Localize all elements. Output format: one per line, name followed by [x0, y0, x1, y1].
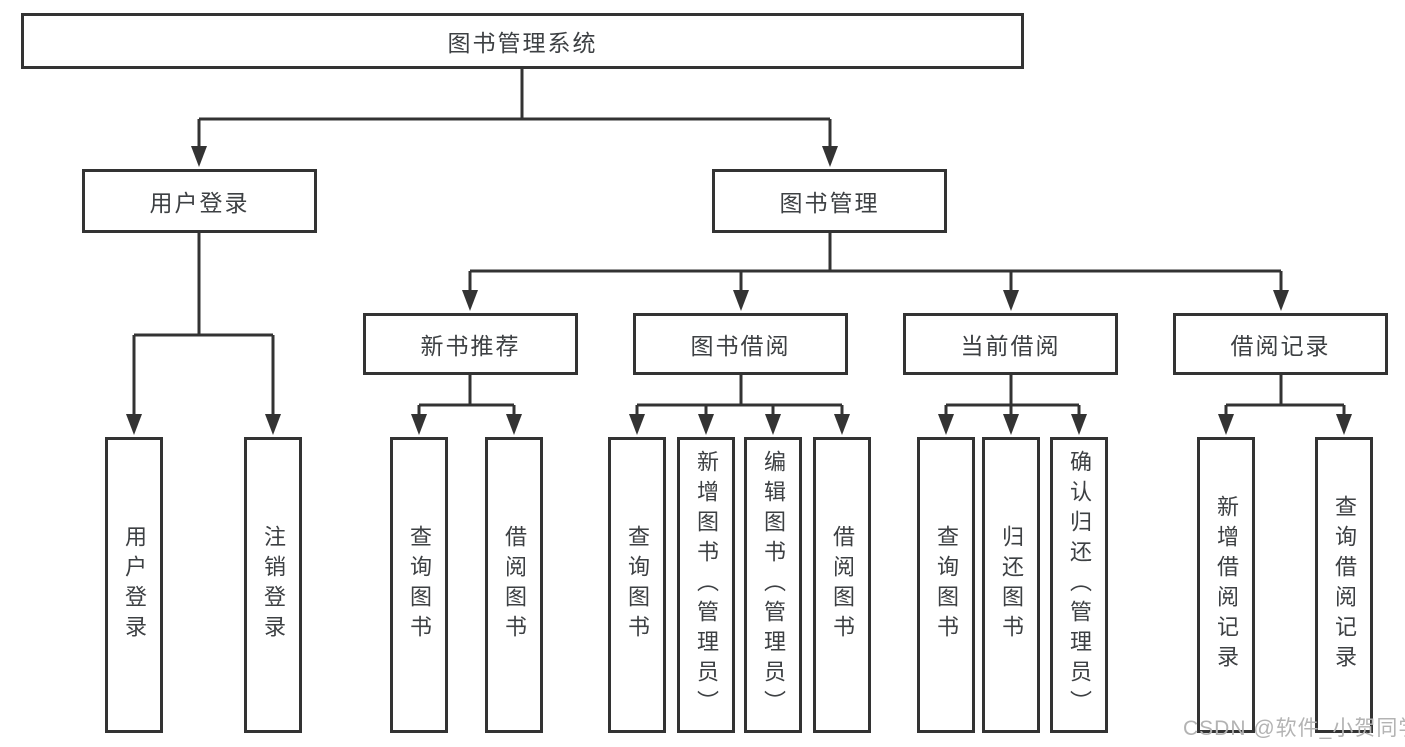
- leaf-query-books-borrowing: 查询图书: [608, 437, 666, 733]
- arrow-down-icon: [733, 290, 749, 311]
- node-book-borrowing: 图书借阅: [633, 313, 848, 375]
- leaf-query-books-borrowing-label: 查询图书: [625, 525, 650, 645]
- leaf-borrow-books-borrowing: 借阅图书: [813, 437, 871, 733]
- arrow-down-icon: [1003, 290, 1019, 311]
- arrow-down-icon: [1071, 414, 1087, 435]
- leaf-query-borrow-record-label: 查询借阅记录: [1332, 495, 1357, 675]
- arrow-down-icon: [506, 414, 522, 435]
- leaf-user-login-label: 用户登录: [122, 525, 147, 645]
- node-root-label: 图书管理系统: [447, 30, 598, 56]
- leaf-add-book-admin-label: 新增图书（管理员）: [694, 450, 719, 720]
- arrow-down-icon: [822, 146, 838, 167]
- leaf-query-borrow-record: 查询借阅记录: [1315, 437, 1373, 733]
- connector-book-management-to-level3: [468, 233, 1283, 294]
- arrow-down-icon: [126, 414, 142, 435]
- node-new-book-recommend: 新书推荐: [363, 313, 578, 375]
- leaf-borrow-books-recommend-label: 借阅图书: [502, 525, 527, 645]
- arrow-down-icon: [765, 414, 781, 435]
- arrow-down-icon: [834, 414, 850, 435]
- arrow-down-icon: [938, 414, 954, 435]
- leaf-query-books-recommend: 查询图书: [390, 437, 448, 733]
- arrow-down-icon: [1336, 414, 1352, 435]
- leaf-return-books: 归还图书: [982, 437, 1040, 733]
- arrow-down-icon: [1003, 414, 1019, 435]
- leaf-edit-book-admin: 编辑图书（管理员）: [744, 437, 802, 733]
- arrow-down-icon: [629, 414, 645, 435]
- arrow-down-icon: [1273, 290, 1289, 311]
- connector-new-book-recommend-to-leaves: [417, 375, 516, 418]
- arrow-down-icon: [265, 414, 281, 435]
- node-new-book-recommend-label: 新书推荐: [420, 333, 521, 359]
- node-borrowing-records: 借阅记录: [1173, 313, 1388, 375]
- leaf-confirm-return-admin-label: 确认归还（管理员）: [1067, 450, 1092, 720]
- leaf-add-borrow-record-label: 新增借阅记录: [1214, 495, 1239, 675]
- leaf-user-login: 用户登录: [105, 437, 163, 733]
- leaf-query-books-current: 查询图书: [917, 437, 975, 733]
- node-user-login: 用户登录: [82, 169, 317, 233]
- arrow-down-icon: [191, 146, 207, 167]
- leaf-logout: 注销登录: [244, 437, 302, 733]
- leaf-confirm-return-admin: 确认归还（管理员）: [1050, 437, 1108, 733]
- node-current-borrowing: 当前借阅: [903, 313, 1118, 375]
- arrow-down-icon: [1218, 414, 1234, 435]
- node-borrowing-records-label: 借阅记录: [1230, 333, 1331, 359]
- connector-user-login-to-leaves: [132, 233, 275, 418]
- node-book-borrowing-label: 图书借阅: [690, 333, 791, 359]
- arrowhead-group: [126, 146, 1352, 435]
- arrow-down-icon: [698, 414, 714, 435]
- leaf-query-books-recommend-label: 查询图书: [407, 525, 432, 645]
- leaf-borrow-books-recommend: 借阅图书: [485, 437, 543, 733]
- node-user-login-label: 用户登录: [149, 190, 250, 216]
- connector-root-to-level2: [197, 69, 832, 150]
- csdn-watermark: CSDN @软件_小贺同学: [1183, 717, 1405, 740]
- leaf-add-borrow-record: 新增借阅记录: [1197, 437, 1255, 733]
- leaf-return-books-label: 归还图书: [999, 525, 1024, 645]
- node-book-management-label: 图书管理: [779, 190, 880, 216]
- node-root: 图书管理系统: [21, 13, 1024, 69]
- leaf-query-books-current-label: 查询图书: [934, 525, 959, 645]
- node-current-borrowing-label: 当前借阅: [960, 333, 1061, 359]
- leaf-borrow-books-borrowing-label: 借阅图书: [830, 525, 855, 645]
- arrow-down-icon: [462, 290, 478, 311]
- arrow-down-icon: [411, 414, 427, 435]
- leaf-edit-book-admin-label: 编辑图书（管理员）: [761, 450, 786, 720]
- connector-book-borrowing-to-leaves: [635, 375, 844, 418]
- leaf-add-book-admin: 新增图书（管理员）: [677, 437, 735, 733]
- connector-current-borrowing-to-leaves: [944, 375, 1081, 418]
- connector-borrowing-records-to-leaves: [1224, 375, 1346, 418]
- node-book-management: 图书管理: [712, 169, 947, 233]
- leaf-logout-label: 注销登录: [261, 525, 286, 645]
